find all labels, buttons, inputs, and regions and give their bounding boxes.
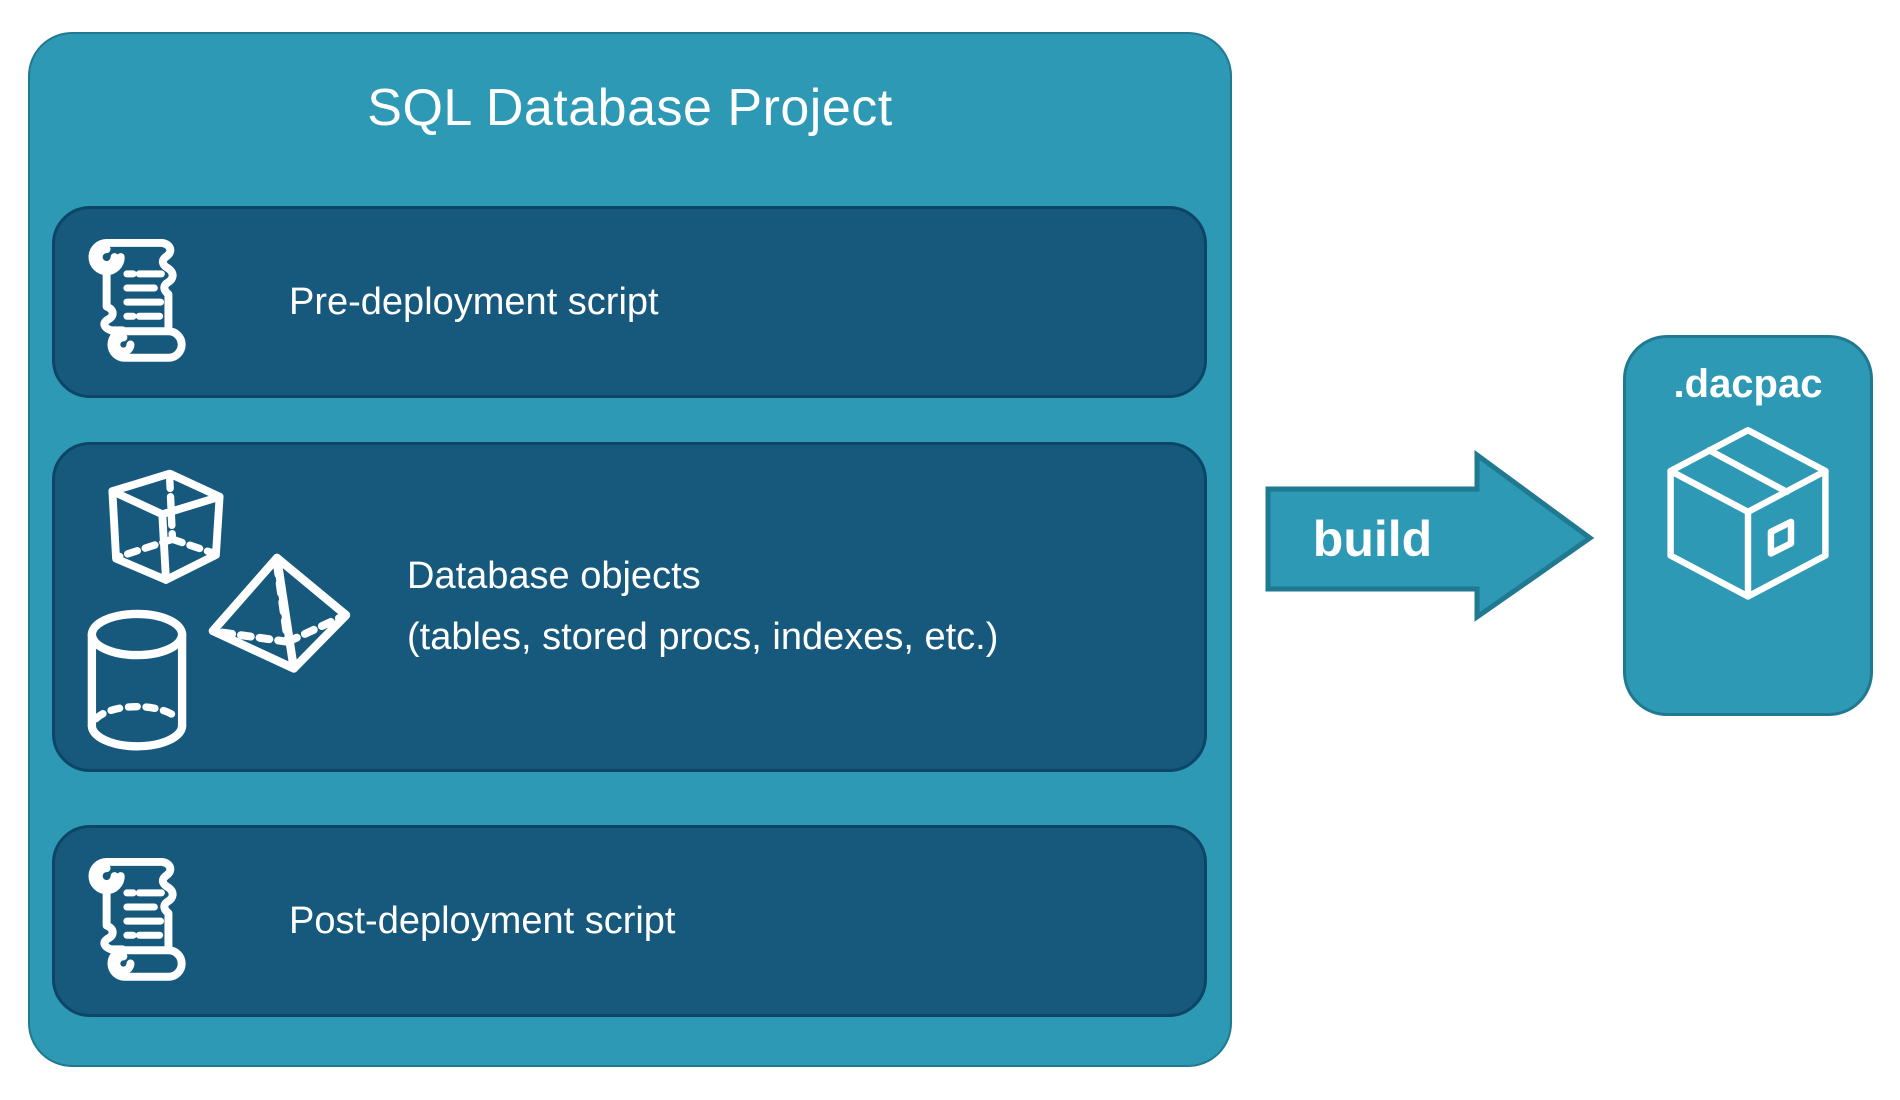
pre-deployment-row: Pre-deployment script bbox=[55, 209, 1204, 395]
pre-deployment-box: Pre-deployment script bbox=[52, 206, 1207, 398]
post-deployment-label: Post-deployment script bbox=[289, 899, 676, 942]
database-objects-label-line2: (tables, stored procs, indexes, etc.) bbox=[407, 616, 999, 658]
pre-deployment-label: Pre-deployment script bbox=[289, 280, 659, 323]
build-arrow: build bbox=[1260, 448, 1596, 624]
cube-icon bbox=[105, 469, 227, 595]
dacpac-label: .dacpac bbox=[1673, 362, 1823, 406]
database-objects-box: Database objects (tables, stored procs, … bbox=[52, 442, 1207, 772]
pyramid-icon bbox=[205, 553, 353, 673]
cylinder-icon bbox=[86, 609, 188, 752]
package-icon bbox=[1662, 423, 1834, 606]
database-objects-label: Database objects (tables, stored procs, … bbox=[407, 546, 998, 668]
sql-database-project-container: SQL Database Project bbox=[28, 32, 1232, 1067]
post-deployment-box: Post-deployment script bbox=[52, 825, 1207, 1017]
arrow-shape bbox=[1265, 450, 1595, 622]
post-deployment-row: Post-deployment script bbox=[55, 828, 1204, 1014]
scroll-icon bbox=[81, 235, 187, 369]
build-label: build bbox=[1312, 511, 1433, 567]
scroll-icon bbox=[81, 854, 187, 988]
database-objects-label-line1: Database objects bbox=[407, 555, 701, 598]
dacpac-box: .dacpac bbox=[1623, 335, 1873, 716]
project-title: SQL Database Project bbox=[367, 79, 893, 137]
